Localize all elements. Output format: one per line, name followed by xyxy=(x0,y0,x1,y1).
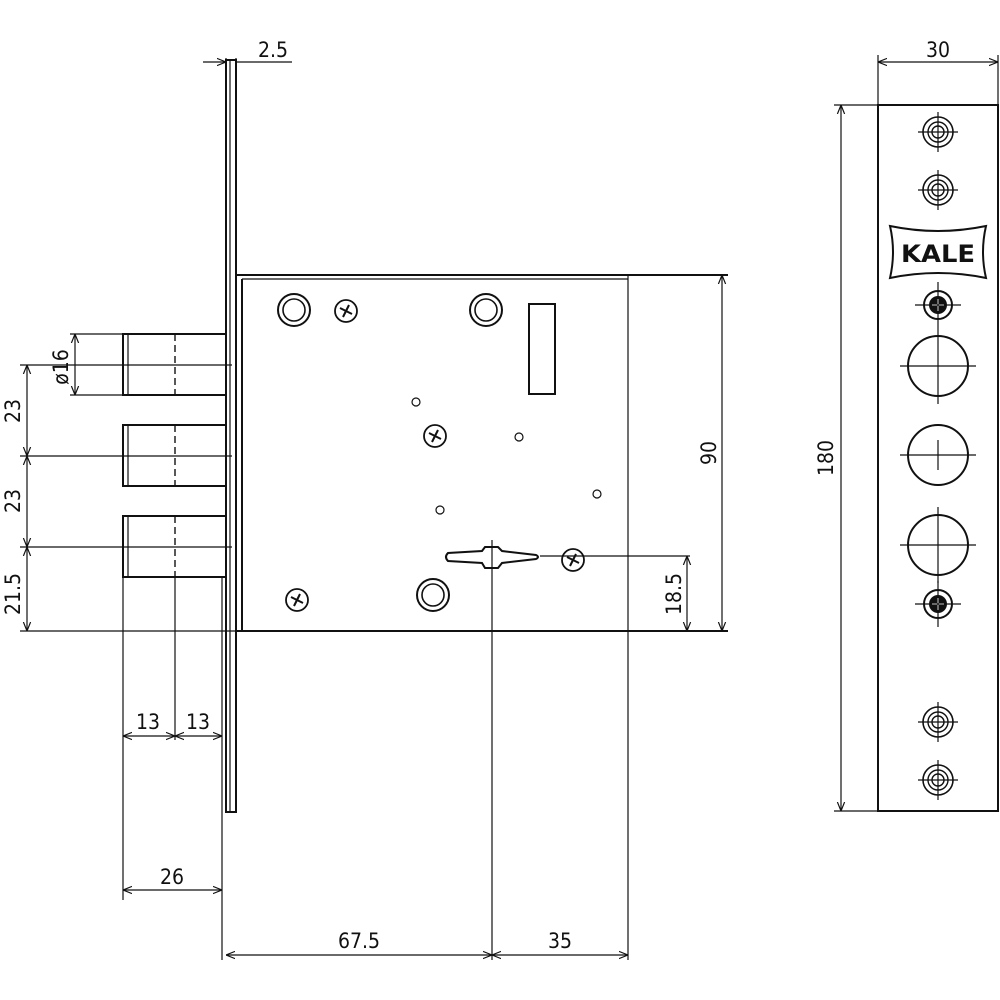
screw-icon xyxy=(561,548,585,572)
lock-side-view xyxy=(122,59,728,960)
screw-icon xyxy=(915,581,961,627)
screw-icon xyxy=(915,282,961,328)
dim-bolt-spacing-1: 23 xyxy=(1,399,25,423)
dim-bolt-spacing-2: 23 xyxy=(1,489,25,513)
bolt-opening xyxy=(900,507,976,583)
latch-slot xyxy=(528,303,556,395)
dim-bolt-diameter: ø16 xyxy=(49,349,73,385)
dim-bolt-throw: 26 xyxy=(160,865,184,889)
dim-backset: 67.5 xyxy=(338,929,380,953)
screw-icon xyxy=(334,299,358,323)
faceplate-side xyxy=(225,59,237,813)
rivet-dots xyxy=(411,397,602,515)
dim-faceplate-thickness: 2.5 xyxy=(258,38,288,62)
svg-text:KALE: KALE xyxy=(901,240,975,268)
mounting-hole-top-right xyxy=(469,293,503,327)
dim-bolt-to-bottom: 21.5 xyxy=(1,573,25,615)
dim-faceplate-length: 180 xyxy=(814,440,838,476)
mounting-hole-bottom xyxy=(416,578,450,612)
screw-hole-icon xyxy=(917,701,959,743)
dim-bolt-step-1: 13 xyxy=(136,710,160,734)
lock-case xyxy=(236,274,728,960)
screw-hole-icon xyxy=(917,169,959,211)
screw-hole-icon xyxy=(917,111,959,153)
keyhole-icon xyxy=(445,540,539,960)
bolt-opening xyxy=(900,424,976,486)
dimension-labels: 2.5 30 180 90 18.5 ø16 23 23 21.5 13 13 … xyxy=(1,38,950,953)
dimension-lines xyxy=(20,55,999,960)
dim-key-to-back: 35 xyxy=(548,929,572,953)
bolt-opening xyxy=(900,328,976,404)
screw-hole-icon xyxy=(917,759,959,801)
dim-key-to-bottom: 18.5 xyxy=(662,573,686,615)
screw-icon xyxy=(285,588,309,612)
screw-icon xyxy=(423,424,447,448)
dim-faceplate-width: 30 xyxy=(926,38,950,62)
dim-case-height: 90 xyxy=(697,441,721,465)
dim-bolt-step-2: 13 xyxy=(186,710,210,734)
faceplate-front-view: KALE xyxy=(877,104,999,812)
kale-logo: KALE xyxy=(888,224,988,280)
mounting-hole-top-left xyxy=(277,293,311,327)
